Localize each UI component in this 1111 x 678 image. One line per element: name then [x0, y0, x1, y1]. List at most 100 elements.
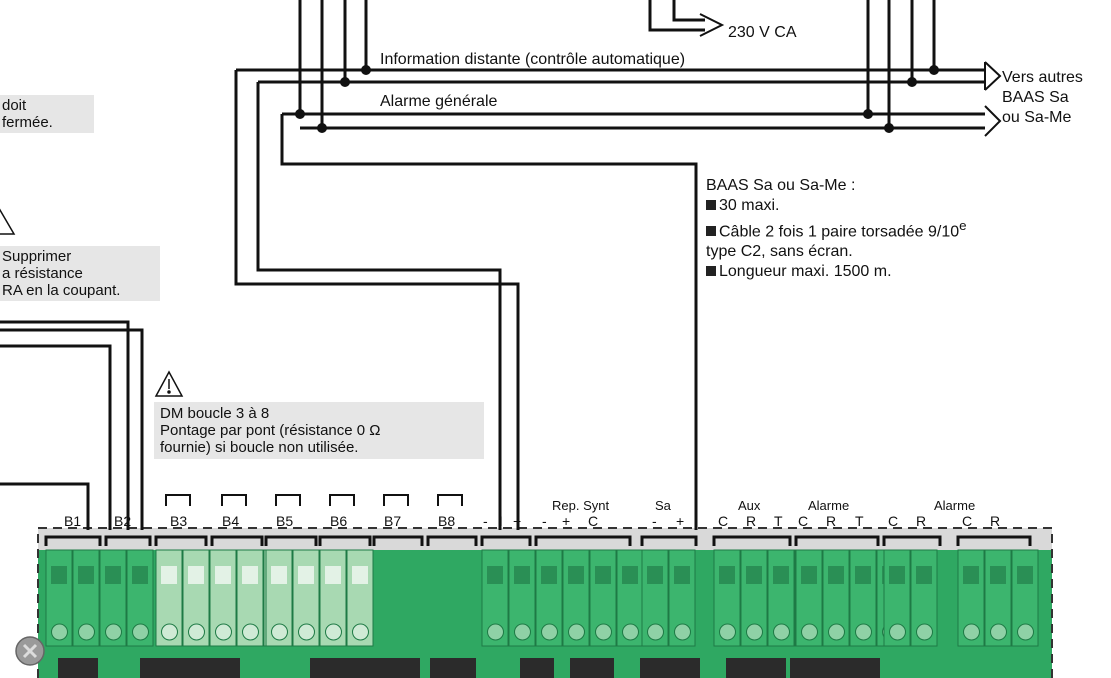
- terminal-slot: [916, 566, 932, 584]
- note-top: doit fermée.: [0, 95, 94, 133]
- board-component: [140, 658, 240, 678]
- terminal-slot: [487, 566, 503, 584]
- terminal-screw-icon[interactable]: [674, 623, 691, 641]
- label-b7: B7: [384, 513, 401, 529]
- terminal-screw-icon[interactable]: [773, 623, 790, 641]
- terminal-screw-icon[interactable]: [828, 623, 845, 641]
- terminal-screw-icon[interactable]: [801, 623, 818, 641]
- note-dm-line-1: DM boucle 3 à 8: [160, 405, 270, 422]
- terminal-screw-icon[interactable]: [325, 623, 342, 641]
- terminal-screw-icon[interactable]: [188, 623, 205, 641]
- terminal-screw-icon[interactable]: [78, 623, 95, 641]
- terminal-screw-icon[interactable]: [51, 623, 68, 641]
- terminal-slot: [541, 566, 557, 584]
- board-component: [520, 658, 554, 678]
- bullet-icon: [706, 226, 716, 237]
- terminal-screw-icon[interactable]: [568, 623, 585, 641]
- label-rep-minus: -: [542, 513, 547, 529]
- baas-title: BAAS Sa ou Sa-Me :: [706, 177, 856, 194]
- terminal-screw-icon[interactable]: [889, 623, 906, 641]
- terminal-slot: [188, 566, 204, 584]
- terminal-screw-icon[interactable]: [746, 623, 763, 641]
- terminal-screw-icon[interactable]: [647, 623, 664, 641]
- label-info-distante: Information distante (contrôle automatiq…: [380, 51, 685, 68]
- terminal-screw-icon[interactable]: [105, 623, 122, 641]
- terminal-slot: [161, 566, 177, 584]
- terminal-slot: [271, 566, 287, 584]
- terminal-slot: [719, 566, 735, 584]
- label-al1-t: T: [855, 513, 864, 529]
- board-component: [460, 658, 476, 678]
- note-mid-line-2: a résistance: [2, 265, 83, 282]
- terminal-slot: [352, 566, 368, 584]
- terminal-screw-icon[interactable]: [855, 623, 872, 641]
- terminal-slot: [855, 566, 871, 584]
- label-vers-autres-3: ou Sa-Me: [1002, 109, 1071, 126]
- terminal-screw-icon[interactable]: [487, 623, 504, 641]
- label-al2-r: R: [916, 513, 926, 529]
- junctions: [295, 65, 939, 133]
- label-aux-r: R: [746, 513, 756, 529]
- label-aux: Aux: [738, 498, 761, 513]
- terminal-screw-icon[interactable]: [215, 623, 232, 641]
- baas-item-2: Câble 2 fois 1 paire torsadée 9/10e: [706, 216, 967, 242]
- bullet-icon: [706, 200, 716, 210]
- baas-item-2-text: Câble 2 fois 1 paire torsadée 9/10: [719, 223, 960, 241]
- terminal-screw-icon[interactable]: [514, 623, 531, 641]
- terminal-screw-icon[interactable]: [916, 623, 933, 641]
- label-vers-autres-2: BAAS Sa: [1002, 89, 1069, 106]
- bus-info-distante-2: [234, 70, 520, 530]
- terminal-slot: [132, 566, 148, 584]
- label-al3-r: R: [990, 513, 1000, 529]
- warning-icon: [154, 370, 184, 397]
- warning-icon: [0, 208, 16, 235]
- terminal-screw-icon[interactable]: [298, 623, 315, 641]
- label-al2-c: C: [888, 513, 898, 529]
- label-sa-plus: +: [676, 513, 684, 529]
- label-minus: -: [483, 513, 488, 529]
- label-aux-c: C: [718, 513, 728, 529]
- terminal-screw-icon[interactable]: [963, 623, 980, 641]
- baas-item-1-text: 30 maxi.: [719, 197, 780, 214]
- terminal-screw-icon[interactable]: [161, 623, 178, 641]
- note-top-line-1: doit: [2, 97, 27, 114]
- label-rep-plus: +: [562, 513, 570, 529]
- terminal-screw-icon[interactable]: [719, 623, 736, 641]
- bullet-icon: [706, 266, 716, 277]
- label-sa: Sa: [655, 498, 672, 513]
- label-b4: B4: [222, 513, 239, 529]
- terminal-screw-icon[interactable]: [352, 623, 369, 641]
- wire-b2b: [0, 344, 112, 530]
- terminal-screw-icon[interactable]: [132, 623, 149, 641]
- terminal-screw-icon[interactable]: [271, 623, 288, 641]
- note-dm-line-2: Pontage par pont (résistance 0 Ω: [160, 422, 381, 439]
- wire-b1: [0, 482, 90, 530]
- baas-item-2-cont: type C2, sans écran.: [706, 243, 853, 261]
- board-component: [790, 658, 880, 678]
- baas-item-1: 30 maxi.: [706, 196, 967, 216]
- terminal-screw-icon[interactable]: [242, 623, 259, 641]
- board-component: [570, 658, 614, 678]
- baas-item-3: Longueur maxi. 1500 m.: [706, 262, 967, 282]
- baas-item-3-text: Longueur maxi. 1500 m.: [719, 263, 892, 281]
- label-b3: B3: [170, 513, 187, 529]
- board-component: [58, 658, 98, 678]
- label-al1-c: C: [798, 513, 808, 529]
- terminal-screw-icon[interactable]: [541, 623, 558, 641]
- terminal-screw-icon[interactable]: [1017, 623, 1034, 641]
- terminal-slot: [773, 566, 789, 584]
- terminal-slot: [568, 566, 584, 584]
- note-mid-line-3: RA en la coupant.: [2, 282, 121, 299]
- board-component: [430, 658, 460, 678]
- label-alarme-1: Alarme: [808, 498, 849, 513]
- terminal-slot: [801, 566, 817, 584]
- terminal-screw-icon[interactable]: [595, 623, 612, 641]
- terminal-slot: [828, 566, 844, 584]
- terminal-slot: [298, 566, 314, 584]
- label-al1-r: R: [826, 513, 836, 529]
- label-b5: B5: [276, 513, 293, 529]
- terminal-screw-icon[interactable]: [990, 623, 1007, 641]
- terminal-screw-icon[interactable]: [622, 623, 639, 641]
- label-al3-c: C: [962, 513, 972, 529]
